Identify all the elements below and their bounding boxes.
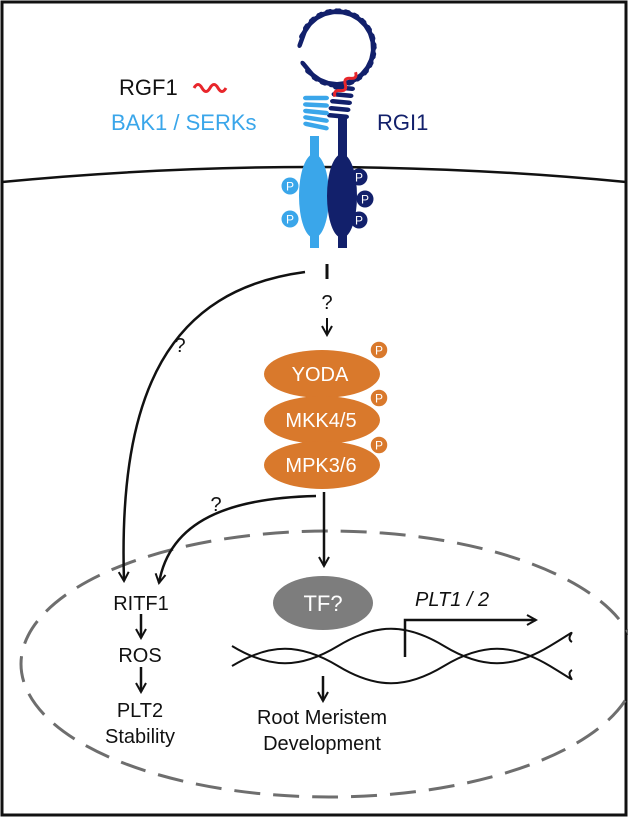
coil-segment bbox=[300, 60, 319, 82]
rgi1-phospho-2: P bbox=[356, 190, 374, 208]
bak1-phospho-top: P bbox=[281, 177, 299, 195]
rgf1-peptide-icon bbox=[192, 83, 228, 93]
arrow-mpk-to-ritf1 bbox=[159, 494, 317, 583]
bak1-kinase-domain bbox=[299, 154, 329, 238]
plt-gene-label: PLT1 / 2 bbox=[415, 589, 489, 611]
phospho-label: P bbox=[361, 193, 369, 207]
phospho-label: P bbox=[355, 214, 363, 228]
mpk36-phospho: P bbox=[369, 435, 389, 455]
mpk36-label: MPK3/6 bbox=[285, 455, 356, 477]
arrow-receptor-to-ritf1 bbox=[124, 270, 306, 581]
yoda-node: YODA bbox=[264, 350, 380, 398]
coil-segment bbox=[328, 106, 351, 112]
phospho-label: P bbox=[375, 344, 383, 358]
coil-segment bbox=[303, 95, 329, 101]
tf-label: TF? bbox=[303, 591, 342, 616]
ros-label: ROS bbox=[118, 645, 161, 667]
bak1-phospho-bottom: P bbox=[281, 210, 299, 228]
coil-segment bbox=[330, 99, 352, 105]
mkk45-phospho: P bbox=[369, 388, 389, 408]
question-mark-ritf1: ? bbox=[174, 335, 185, 357]
bak1-serks-label: BAK1 / SERKs bbox=[111, 110, 257, 135]
phospho-label: P bbox=[375, 439, 383, 453]
dna-strand-2 bbox=[231, 627, 573, 665]
coil-segment bbox=[327, 113, 349, 119]
coil-segment bbox=[303, 121, 329, 131]
nucleus-outline bbox=[19, 529, 628, 799]
stability-label: Stability bbox=[105, 726, 175, 748]
rgf1-label: RGF1 bbox=[119, 75, 178, 100]
yoda-label: YODA bbox=[292, 364, 349, 386]
mkk45-node: MKK4/5 bbox=[264, 396, 380, 444]
rgi1-phospho-3: P bbox=[350, 211, 368, 229]
coil-segment bbox=[303, 108, 329, 116]
yoda-phospho: P bbox=[369, 340, 389, 360]
phospho-label: P bbox=[375, 392, 383, 406]
coil-segment bbox=[303, 115, 329, 123]
dna-strand-1 bbox=[231, 647, 573, 685]
rgi1-kinase-domain bbox=[327, 154, 357, 238]
rgi1-label: RGI1 bbox=[377, 110, 428, 135]
tf-node: TF? bbox=[273, 576, 373, 630]
development-label: Development bbox=[263, 733, 381, 755]
phospho-label: P bbox=[355, 171, 363, 185]
root-meristem-label: Root Meristem bbox=[257, 707, 387, 729]
bak1-extracellular-coil bbox=[303, 95, 329, 131]
ritf1-label: RITF1 bbox=[113, 593, 169, 615]
rgi1-extracellular-coil bbox=[297, 8, 377, 119]
coil-segment bbox=[303, 102, 329, 108]
plt2-label: PLT2 bbox=[117, 700, 163, 722]
rgf1-peptide-bound bbox=[333, 71, 358, 98]
mkk45-label: MKK4/5 bbox=[285, 410, 356, 432]
rgi1-phospho-1: P bbox=[350, 168, 368, 186]
mpk36-node: MPK3/6 bbox=[264, 441, 380, 489]
phospho-label: P bbox=[286, 213, 294, 227]
transcription-start-arrow bbox=[403, 620, 536, 657]
question-mark-yoda: ? bbox=[321, 292, 332, 314]
coil-segment bbox=[331, 92, 354, 98]
question-mark-mpk-ritf1: ? bbox=[210, 494, 221, 516]
phospho-label: P bbox=[286, 180, 294, 194]
